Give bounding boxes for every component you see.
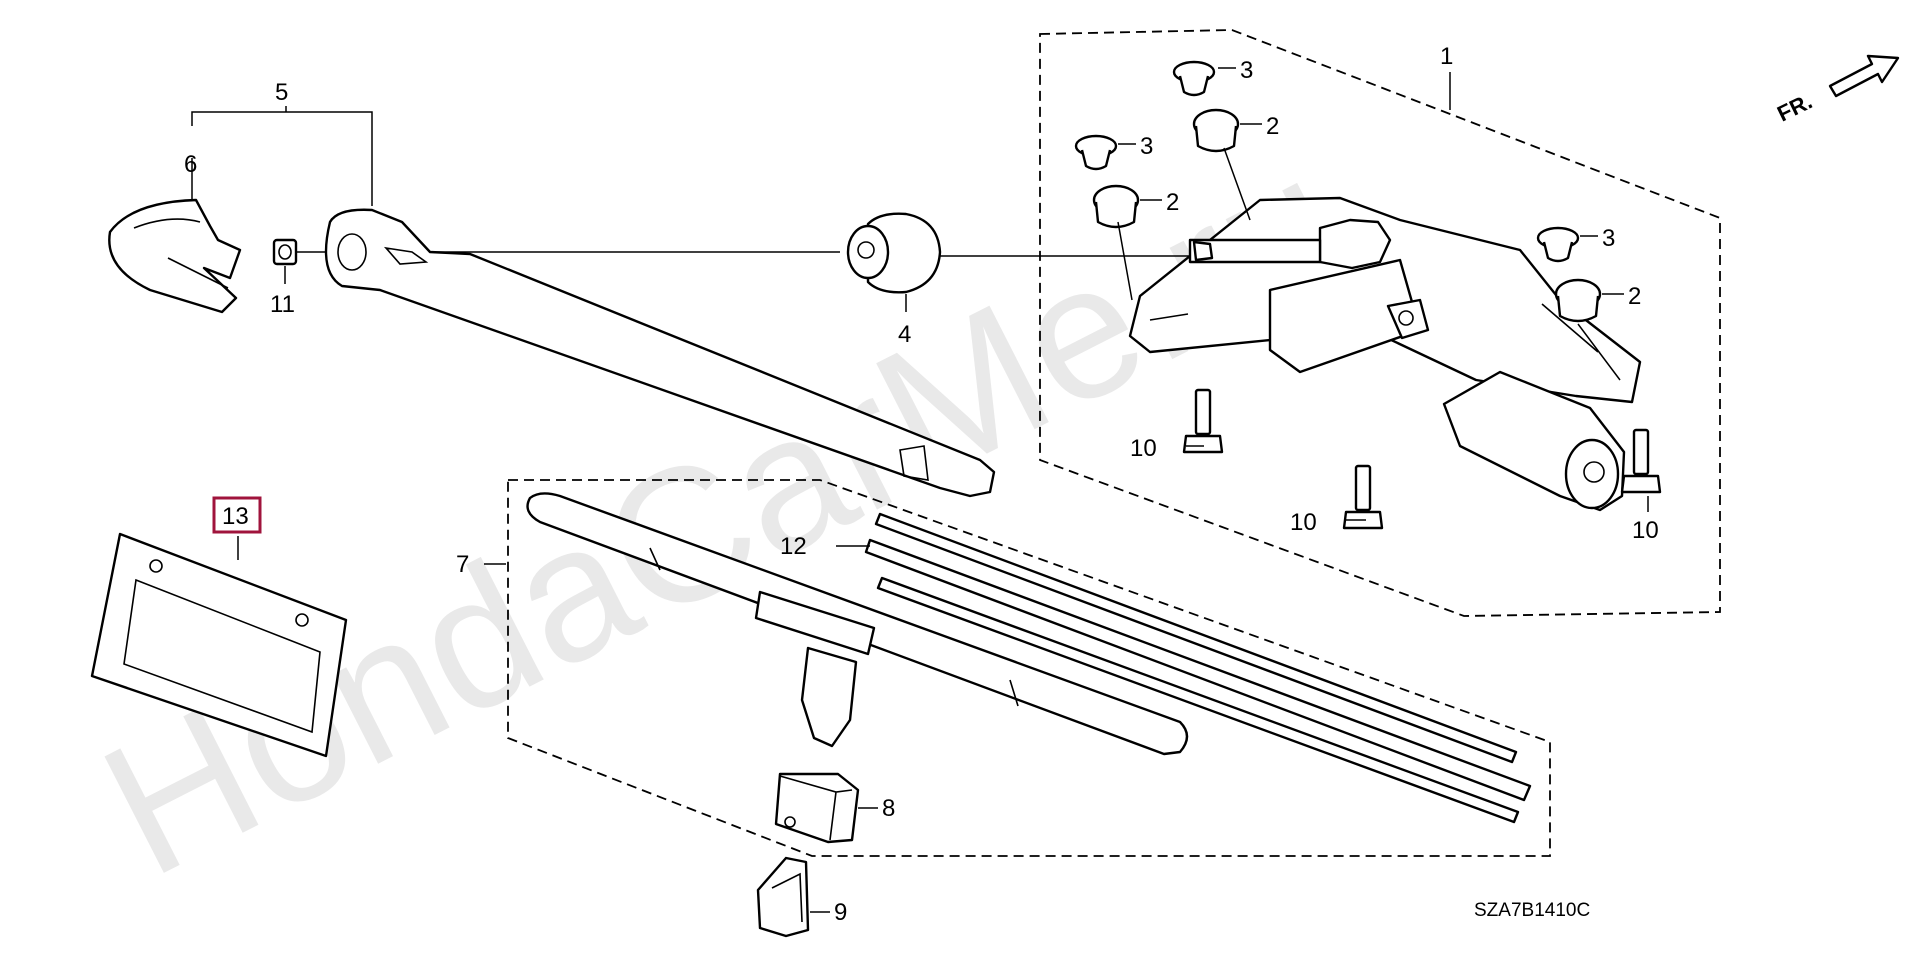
callout-3c[interactable]: 3 (1602, 225, 1615, 252)
callout-1[interactable]: 1 (1440, 43, 1453, 70)
callout-2c[interactable]: 2 (1628, 283, 1641, 310)
blade-assembly-boundary (507, 479, 1551, 857)
bolt[interactable] (1620, 428, 1662, 494)
blade-adapter[interactable] (774, 772, 860, 844)
wiper-arm[interactable] (324, 208, 996, 498)
callout-4[interactable]: 4 (898, 321, 911, 348)
arm-cap[interactable] (108, 198, 242, 314)
callout-8[interactable]: 8 (882, 795, 895, 822)
collar[interactable] (1074, 134, 1118, 171)
front-arrow-icon: FR. (1773, 54, 1900, 126)
spindle-cap-nut[interactable] (846, 212, 942, 294)
wiper-motor-assembly[interactable] (1128, 196, 1642, 512)
callout-5[interactable]: 5 (275, 79, 288, 106)
callout-11[interactable]: 11 (270, 291, 295, 318)
blade-clip[interactable] (756, 856, 810, 938)
callout-13[interactable]: 13 (222, 503, 249, 530)
flange-nut[interactable] (272, 238, 298, 266)
callout-3a[interactable]: 3 (1240, 57, 1253, 84)
callout-10b[interactable]: 10 (1290, 509, 1317, 536)
caution-label[interactable] (90, 532, 348, 758)
watermark: HondaCarMe.ru (72, 114, 1373, 917)
callout-9[interactable]: 9 (834, 899, 847, 926)
blade-rubber[interactable] (864, 512, 1532, 824)
front-label: FR. (1773, 88, 1816, 126)
grommet[interactable] (1192, 108, 1240, 153)
callout-3b[interactable]: 3 (1140, 133, 1153, 160)
callout-12[interactable]: 12 (780, 533, 807, 560)
collar[interactable] (1536, 226, 1580, 263)
motor-assembly-boundary (1039, 29, 1721, 617)
callout-6[interactable]: 6 (184, 151, 197, 178)
callout-10a[interactable]: 10 (1130, 435, 1157, 462)
grommet[interactable] (1554, 278, 1602, 323)
callout-2a[interactable]: 2 (1266, 113, 1279, 140)
bolt[interactable] (1182, 388, 1224, 454)
callout-10c[interactable]: 10 (1632, 517, 1659, 544)
wiper-blade[interactable] (526, 492, 1189, 756)
callout-7[interactable]: 7 (456, 551, 469, 578)
diagram-code: SZA7B1410C (1474, 900, 1590, 921)
bolt[interactable] (1342, 464, 1384, 530)
callout-2b[interactable]: 2 (1166, 189, 1179, 216)
highlight-box (212, 496, 262, 534)
grommet[interactable] (1092, 184, 1140, 229)
collar[interactable] (1172, 60, 1216, 97)
